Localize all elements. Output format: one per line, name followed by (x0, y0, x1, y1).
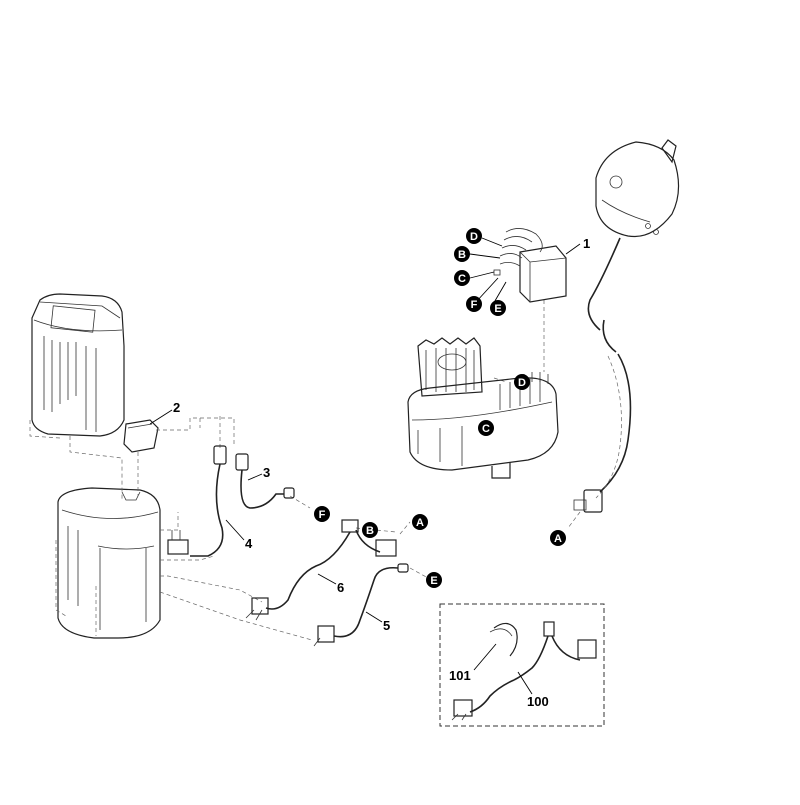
svg-text:F: F (319, 509, 326, 521)
badge-b-upper: B (454, 246, 470, 262)
svg-text:F: F (471, 299, 478, 311)
callout-part-6: 6 (337, 580, 344, 595)
svg-text:C: C (458, 273, 466, 285)
svg-text:E: E (494, 303, 501, 315)
callout-part-101: 101 (449, 668, 471, 683)
svg-text:B: B (458, 249, 466, 261)
callout-part-100: 100 (527, 694, 549, 709)
svg-text:A: A (416, 517, 424, 529)
svg-text:E: E (430, 575, 437, 587)
svg-text:D: D (518, 377, 526, 389)
callout-part-4: 4 (245, 536, 253, 551)
cover-part-2 (123, 419, 159, 453)
badge-e-upper: E (490, 300, 506, 316)
callout-part-2: 2 (173, 400, 180, 415)
harness-part-3 (235, 453, 295, 509)
callout-part-3: 3 (263, 465, 270, 480)
motor-gear-unit (407, 337, 559, 479)
badge-a-lamp: A (550, 530, 566, 546)
badge-d-upper: D (466, 228, 482, 244)
badge-d-motor: D (514, 374, 530, 390)
badge-c-motor: C (478, 420, 494, 436)
control-module-part-1 (493, 228, 567, 303)
svg-text:C: C (482, 423, 490, 435)
headlight-lamp (573, 139, 680, 513)
connector-badges: D B C F E D C F (314, 228, 566, 588)
callout-part-5: 5 (383, 618, 390, 633)
battery-housing (55, 487, 161, 639)
harness-part-4 (167, 445, 227, 557)
svg-text:A: A (554, 533, 562, 545)
leader-lines (149, 237, 581, 695)
badge-b-lower: B (362, 522, 378, 538)
callout-part-1: 1 (583, 236, 590, 251)
badge-f-lower: F (314, 506, 330, 522)
badge-c-upper: C (454, 270, 470, 286)
badge-e-lower: E (426, 572, 442, 588)
harness-part-5 (313, 563, 409, 647)
optional-kit-frame (439, 603, 605, 727)
part-number-callouts: 1 2 3 4 5 6 100 101 (173, 236, 590, 709)
svg-text:B: B (366, 525, 374, 537)
battery-pack (29, 293, 125, 439)
harness-part-6 (245, 519, 397, 621)
badge-f-upper: F (466, 296, 482, 312)
badge-a-lower: A (412, 514, 428, 530)
svg-text:D: D (470, 231, 478, 243)
assembly-guide-lines (69, 300, 581, 641)
